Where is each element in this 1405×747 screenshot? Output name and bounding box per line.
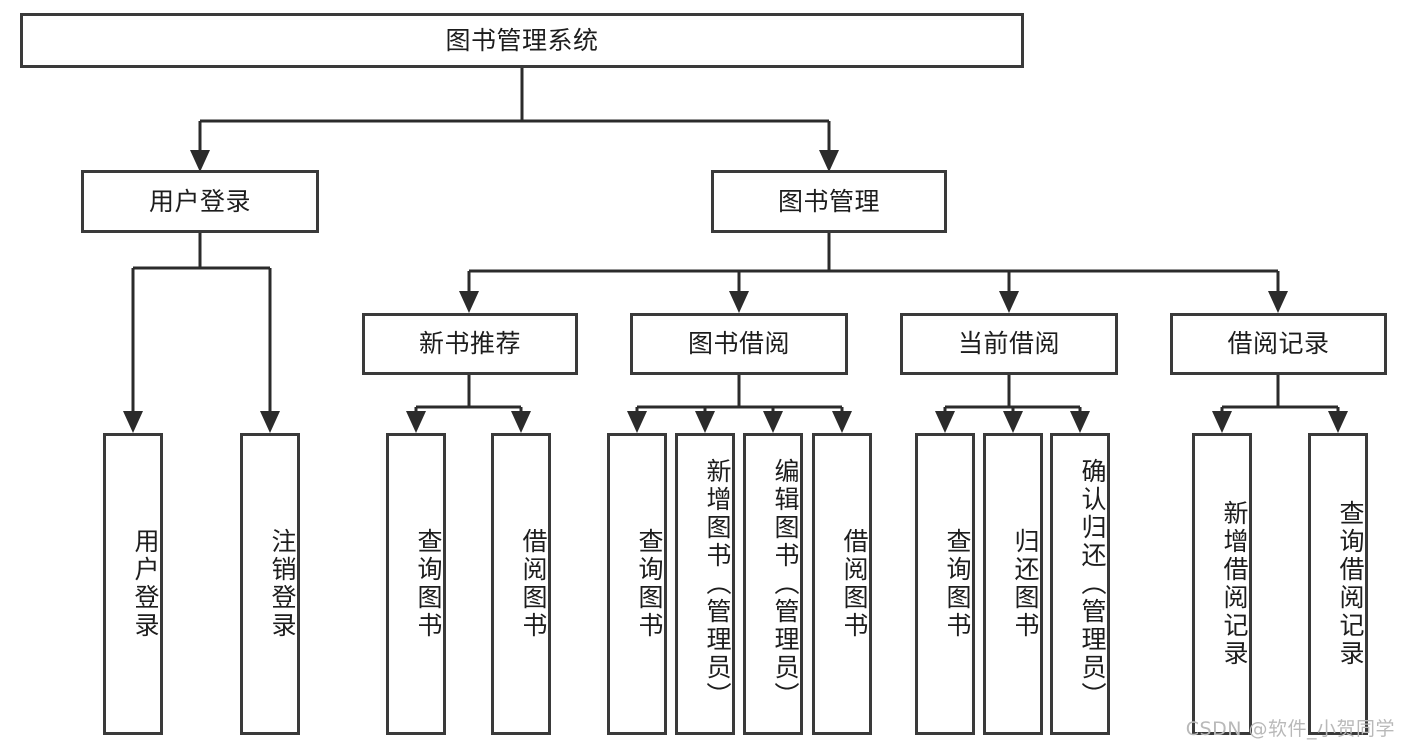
leaf-new-book-query[interactable]: 查询图书 [386, 433, 446, 735]
arrow-current-borrow-leaf-1 [935, 411, 955, 433]
arrow-borrow-book-leaf-4 [832, 411, 852, 433]
arrow-to-borrow-record [1268, 291, 1288, 313]
leaf-borrow-edit-book-admin[interactable]: 编辑图书（管理员） [743, 433, 803, 735]
arrow-to-book-mgmt [819, 150, 839, 172]
leaf-new-book-borrow[interactable]: 借阅图书 [491, 433, 551, 735]
leaf-label: 借阅图书 [840, 528, 869, 640]
node-user-login[interactable]: 用户登录 [81, 170, 319, 233]
leaf-record-add-record[interactable]: 新增借阅记录 [1192, 433, 1252, 735]
leaf-user-login-signout[interactable]: 注销登录 [240, 433, 300, 735]
leaf-label: 查询图书 [414, 528, 443, 640]
arrow-borrow-record-leaf-1 [1212, 411, 1232, 433]
leaf-label: 确认归还（管理员） [1078, 458, 1107, 710]
leaf-label: 借阅图书 [519, 528, 548, 640]
leaf-current-return-book[interactable]: 归还图书 [983, 433, 1043, 735]
arrow-user-login-leaf-2 [260, 411, 280, 433]
arrow-new-book-leaf-1 [406, 411, 426, 433]
arrow-borrow-record-leaf-2 [1328, 411, 1348, 433]
node-borrow-record[interactable]: 借阅记录 [1170, 313, 1387, 375]
node-book-management[interactable]: 图书管理 [711, 170, 947, 233]
leaf-label: 查询图书 [635, 528, 664, 640]
leaf-user-login-signin[interactable]: 用户登录 [103, 433, 163, 735]
node-current-borrow[interactable]: 当前借阅 [900, 313, 1118, 375]
leaf-label: 查询借阅记录 [1336, 500, 1365, 668]
leaf-current-query-book[interactable]: 查询图书 [915, 433, 975, 735]
arrow-to-user-login [190, 150, 210, 172]
arrow-to-current-borrow [999, 291, 1019, 313]
arrow-new-book-leaf-2 [511, 411, 531, 433]
node-new-book-recommend[interactable]: 新书推荐 [362, 313, 578, 375]
arrow-borrow-book-leaf-2 [695, 411, 715, 433]
leaf-label: 新增图书（管理员） [703, 458, 732, 710]
arrow-current-borrow-leaf-2 [1003, 411, 1023, 433]
leaf-borrow-borrow-book[interactable]: 借阅图书 [812, 433, 872, 735]
csdn-watermark: CSDN @软件_小贺同学 [1185, 718, 1395, 740]
arrow-user-login-leaf-1 [123, 411, 143, 433]
leaf-label: 查询图书 [943, 528, 972, 640]
arrow-to-new-book [459, 291, 479, 313]
leaf-label: 用户登录 [131, 528, 160, 640]
leaf-label: 新增借阅记录 [1220, 500, 1249, 668]
leaf-label: 注销登录 [268, 528, 297, 640]
node-book-borrow[interactable]: 图书借阅 [630, 313, 848, 375]
leaf-label: 编辑图书（管理员） [771, 458, 800, 710]
node-root-system[interactable]: 图书管理系统 [20, 13, 1024, 68]
arrow-borrow-book-leaf-3 [763, 411, 783, 433]
arrow-to-borrow-book [729, 291, 749, 313]
leaf-borrow-add-book-admin[interactable]: 新增图书（管理员） [675, 433, 735, 735]
arrow-current-borrow-leaf-3 [1070, 411, 1090, 433]
leaf-label: 归还图书 [1011, 528, 1040, 640]
arrow-borrow-book-leaf-1 [627, 411, 647, 433]
leaf-borrow-query-book[interactable]: 查询图书 [607, 433, 667, 735]
leaf-record-query-record[interactable]: 查询借阅记录 [1308, 433, 1368, 735]
leaf-current-confirm-return-admin[interactable]: 确认归还（管理员） [1050, 433, 1110, 735]
